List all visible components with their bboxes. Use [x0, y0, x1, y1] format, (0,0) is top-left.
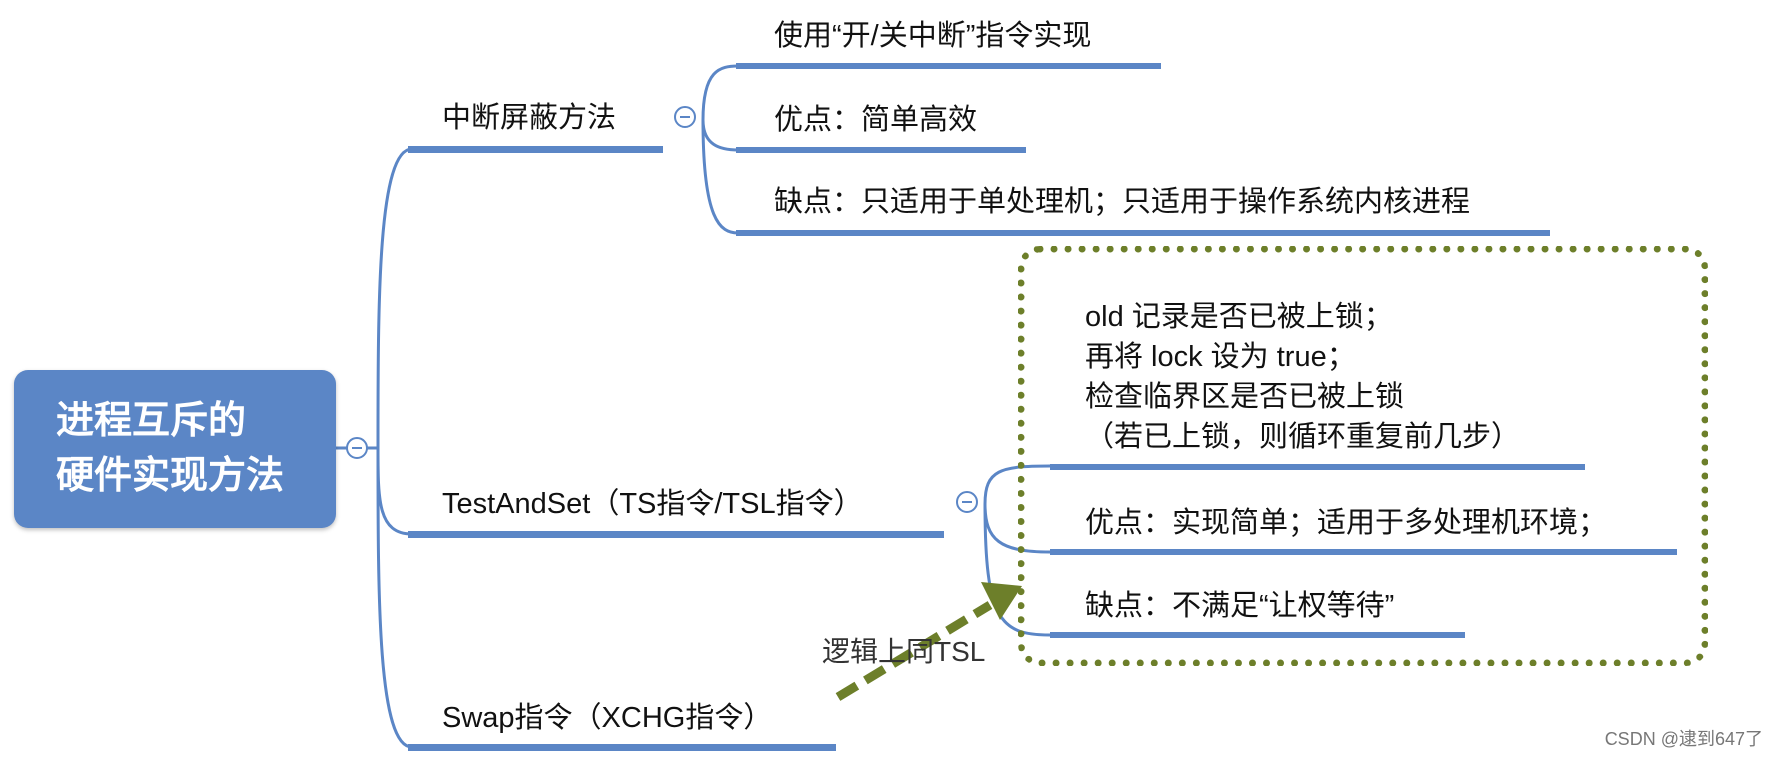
- branch-2-underline: [408, 531, 944, 538]
- note-box: [1018, 246, 1708, 666]
- note-line-3: 检查临界区是否已被上锁: [1085, 381, 1405, 413]
- connector-b1-child-2: [701, 119, 739, 152]
- b2-child-1-underline: [1050, 549, 1677, 555]
- connector-b1-child-3: [701, 119, 739, 235]
- connector-b2-note: [983, 464, 1051, 505]
- b2-child-1[interactable]: 优点：实现简单；适用于多处理机环境；: [1085, 507, 1608, 539]
- collapse-branch-1-icon[interactable]: [674, 106, 696, 128]
- root-title-line-1: 进程互斥的: [56, 399, 247, 442]
- connector-root-branch-1: [376, 147, 413, 449]
- connector-b1-child-1: [701, 64, 739, 121]
- b2-note-underline: [1050, 464, 1585, 470]
- b1-child-3[interactable]: 缺点：只适用于单处理机；只适用于操作系统内核进程: [774, 186, 1471, 218]
- branch-1-underline: [408, 146, 663, 153]
- collapse-root-icon[interactable]: [346, 437, 368, 459]
- note-line-4: （若已上锁，则循环重复前几步）: [1085, 421, 1521, 453]
- annotation-arrow-head: [981, 582, 1022, 620]
- note-line-1: old 记录是否已被上锁；: [1085, 301, 1393, 333]
- watermark: CSDN @逮到647了: [1604, 729, 1763, 749]
- branch-3-underline: [408, 744, 836, 751]
- connector-root-branch-2: [376, 447, 413, 536]
- annotation-text: 逻辑上同TSL: [822, 636, 986, 667]
- note-line-2: 再将 lock 设为 true；: [1085, 341, 1356, 373]
- root-title-line-2: 硬件实现方法: [56, 455, 285, 497]
- b1-child-1[interactable]: 使用“开/关中断”指令实现: [774, 20, 1092, 52]
- b1-child-2[interactable]: 优点：简单高效: [774, 104, 978, 136]
- root-node[interactable]: 进程互斥的 硬件实现方法: [14, 370, 336, 528]
- branch-2-label[interactable]: TestAndSet（TS指令/TSL指令）: [442, 488, 863, 520]
- b2-child-2-underline: [1050, 632, 1465, 638]
- connector-root-branch-3: [376, 447, 413, 749]
- collapse-branch-2-icon[interactable]: [956, 491, 978, 513]
- b1-child-3-underline: [736, 230, 1550, 236]
- b2-child-2[interactable]: 缺点：不满足“让权等待”: [1085, 590, 1395, 622]
- annotation-arrow-shaft: [835, 601, 993, 701]
- b1-child-2-underline: [736, 147, 1026, 153]
- branch-3-label[interactable]: Swap指令（XCHG指令）: [442, 702, 773, 734]
- branch-1-label[interactable]: 中断屏蔽方法: [442, 102, 617, 134]
- b1-child-1-underline: [736, 63, 1161, 69]
